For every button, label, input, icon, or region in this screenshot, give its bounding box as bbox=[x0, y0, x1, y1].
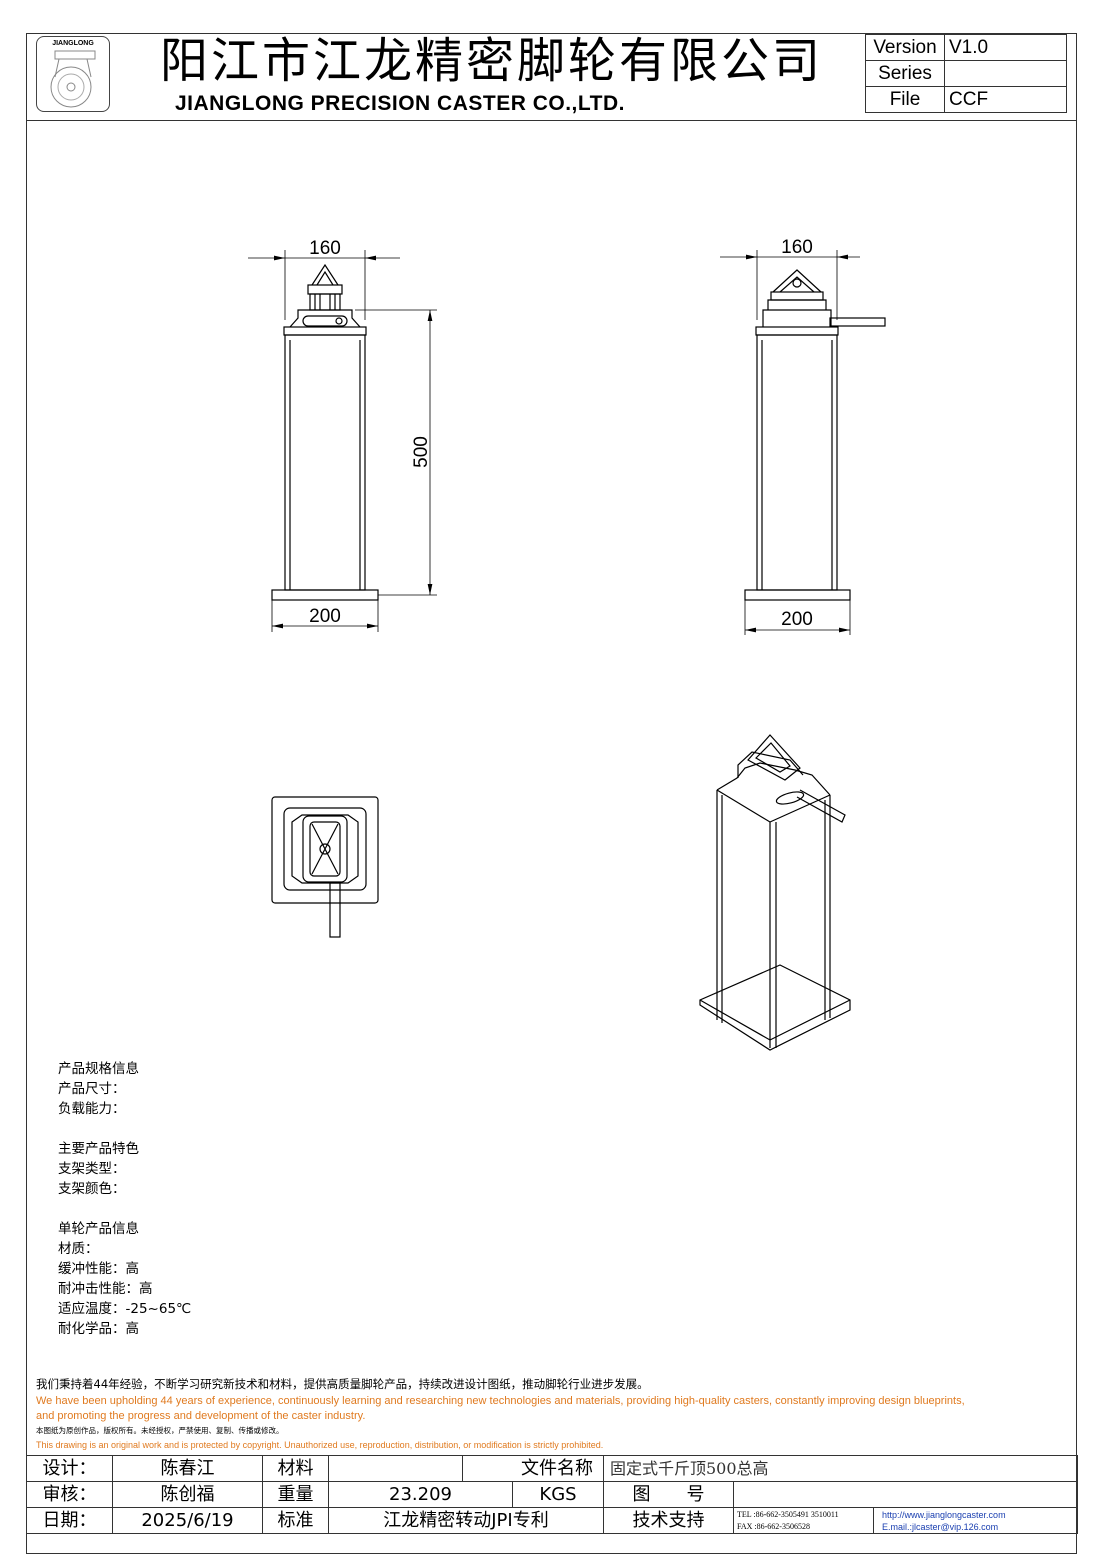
material-label: 材料 bbox=[262, 1455, 329, 1482]
side-base-width-dim: 200 bbox=[781, 609, 813, 630]
title-block: 设计： 陈春江 材料 文件名称 固定式千斤顶500总高 审核： 陈创福 重量 2… bbox=[26, 1455, 1079, 1534]
side-top-width-dim: 160 bbox=[781, 237, 813, 258]
spec-heading: 主要产品特色 bbox=[58, 1141, 139, 1157]
en-copyright: This drawing is an original work and is … bbox=[36, 1440, 604, 1450]
spec-line: 适应温度：-25~65℃ bbox=[58, 1301, 192, 1317]
date-value: 2025/6/19 bbox=[112, 1507, 263, 1534]
header-divider bbox=[26, 120, 1077, 121]
filename-value: 固定式千斤顶500总高 bbox=[602, 1455, 1079, 1482]
series-label: Series bbox=[865, 60, 945, 87]
spec-heading: 产品规格信息 bbox=[58, 1061, 139, 1077]
en-statement-1: We have been upholding 44 years of exper… bbox=[36, 1395, 965, 1407]
file-label: File bbox=[865, 86, 945, 113]
email-link[interactable]: E.mail.:jlcaster@vip.126.com bbox=[882, 1521, 999, 1532]
weight-unit: KGS bbox=[512, 1481, 604, 1508]
fax: FAX :86-662-3506528 bbox=[737, 1521, 810, 1531]
company-name-en: JIANGLONG PRECISION CASTER CO.,LTD. bbox=[175, 92, 625, 115]
website-link[interactable]: http://www.jianglongcaster.com bbox=[882, 1509, 1006, 1520]
company-name-cn: 阳江市江龙精密脚轮有限公司 bbox=[160, 33, 824, 89]
front-base-width-dim: 200 bbox=[309, 606, 341, 627]
tel: TEL :86-662-3505491 3510011 bbox=[737, 1509, 839, 1519]
drawing-frame bbox=[26, 33, 1077, 1554]
filename-label: 文件名称 bbox=[462, 1455, 604, 1482]
top-view bbox=[271, 796, 379, 938]
spec-line: 材质： bbox=[58, 1241, 99, 1257]
drawing-no-value bbox=[732, 1481, 1079, 1508]
support-label: 技术支持 bbox=[603, 1507, 734, 1534]
standard-label: 标准 bbox=[262, 1507, 329, 1534]
version-value: V1.0 bbox=[944, 34, 1067, 61]
weight-value: 23.209 bbox=[328, 1481, 513, 1508]
file-value: CCF bbox=[944, 86, 1067, 113]
company-logo: JIANGLONG bbox=[36, 36, 110, 112]
spec-heading: 单轮产品信息 bbox=[58, 1221, 139, 1237]
caster-wheel-icon bbox=[50, 50, 96, 108]
spec-line: 缓冲性能：高 bbox=[58, 1261, 139, 1277]
review-value: 陈创福 bbox=[112, 1481, 263, 1508]
material-value bbox=[328, 1455, 463, 1482]
side-view bbox=[744, 269, 886, 601]
front-height-dim: 500 bbox=[411, 436, 432, 468]
spec-line: 产品尺寸： bbox=[58, 1081, 126, 1097]
logo-text: JIANGLONG bbox=[52, 40, 94, 47]
version-label: Version bbox=[865, 34, 945, 61]
isometric-view bbox=[699, 734, 851, 1051]
product-specs: 产品规格信息 产品尺寸： 负载能力： 主要产品特色 支架类型： 支架颜色： 单轮… bbox=[58, 1059, 191, 1339]
standard-value: 江龙精密转动JPI专利 bbox=[328, 1507, 604, 1534]
en-statement-2: and promoting the progress and developme… bbox=[36, 1410, 366, 1422]
weight-label: 重量 bbox=[262, 1481, 329, 1508]
front-top-width-dim: 160 bbox=[309, 238, 341, 259]
cn-statement: 我们秉持着44年经验，不断学习研究新技术和材料，提供高质量脚轮产品，持续改进设计… bbox=[36, 1377, 649, 1391]
date-label: 日期： bbox=[26, 1507, 113, 1534]
side-dimensions bbox=[720, 250, 860, 635]
spec-line: 支架类型： bbox=[58, 1161, 126, 1177]
drawing-no-label: 图 号 bbox=[603, 1481, 734, 1508]
spec-line: 支架颜色： bbox=[58, 1181, 126, 1197]
series-value bbox=[944, 60, 1067, 87]
spec-line: 负载能力： bbox=[58, 1101, 126, 1117]
technical-drawing: 160 500 200 160 200 bbox=[248, 237, 886, 1051]
review-label: 审核： bbox=[26, 1481, 113, 1508]
design-value: 陈春江 bbox=[112, 1455, 263, 1482]
cn-copyright: 本图纸为原创作品，版权所有。未经授权，严禁使用、复制、传播或修改。 bbox=[36, 1426, 284, 1435]
spec-line: 耐化学品：高 bbox=[58, 1321, 139, 1337]
design-label: 设计： bbox=[26, 1455, 113, 1482]
spec-line: 耐冲击性能：高 bbox=[58, 1281, 153, 1297]
front-dimensions bbox=[248, 250, 437, 632]
front-view bbox=[271, 263, 379, 601]
